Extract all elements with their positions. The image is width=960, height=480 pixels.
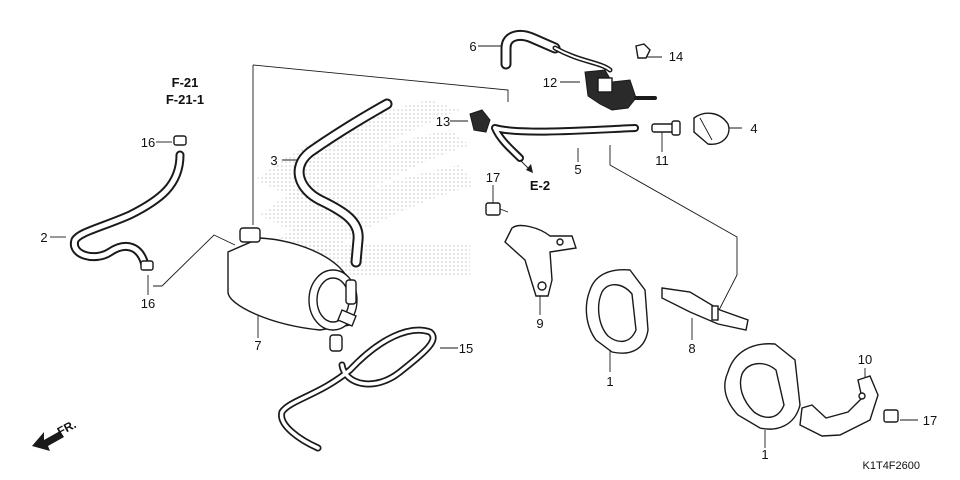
strip-part-8 — [661, 287, 749, 331]
bolt-part-17-top — [485, 202, 509, 216]
band-part-1-upper — [585, 268, 649, 354]
watermark-logo — [255, 100, 475, 275]
front-direction-arrow: FR. — [32, 417, 78, 451]
callout-12: 12 — [543, 75, 557, 90]
diagram-code: K1T4F2600 — [863, 460, 920, 472]
callout-17-lower: 17 — [923, 413, 937, 428]
callout-10: 10 — [858, 352, 872, 367]
bolt-part-17-bottom — [883, 409, 899, 423]
canister-part-7 — [227, 227, 358, 352]
cap-part-4 — [693, 112, 730, 145]
leader-lines — [50, 45, 918, 448]
callout-16-lower: 16 — [141, 296, 155, 311]
callout-14: 14 — [669, 49, 683, 64]
band-part-1-lower — [724, 343, 801, 430]
callout-7: 7 — [254, 338, 261, 353]
callout-11: 11 — [655, 153, 669, 168]
bolt-part-14 — [635, 43, 651, 59]
fitting-part-11 — [651, 120, 681, 136]
hose-part-15 — [278, 326, 437, 452]
valve-part-12 — [584, 69, 657, 111]
callout-16-upper: 16 — [141, 135, 155, 150]
callout-2: 2 — [40, 230, 47, 245]
callout-5: 5 — [574, 162, 581, 177]
callout-9: 9 — [536, 316, 543, 331]
clamp-part-13 — [469, 109, 491, 133]
hose-part-6 — [500, 30, 613, 73]
bracket-part-10 — [799, 375, 879, 437]
callout-13: 13 — [436, 114, 450, 129]
ref-label-secondary: F-21-1 — [166, 92, 204, 107]
callout-1-lower: 1 — [761, 447, 768, 462]
hose-part-2 — [69, 150, 185, 270]
callout-3: 3 — [270, 153, 277, 168]
callout-8: 8 — [688, 341, 695, 356]
callout-4: 4 — [750, 121, 757, 136]
callout-1-upper: 1 — [606, 374, 613, 389]
clamp-part-16-bottom — [140, 260, 154, 271]
callout-15: 15 — [459, 341, 473, 356]
hose-part-5 — [491, 124, 639, 173]
hose-part-3 — [293, 98, 393, 268]
clamp-part-16-top — [173, 135, 187, 146]
callout-6: 6 — [469, 39, 476, 54]
ref-label-primary: F-21 — [172, 75, 199, 90]
ref-label-e2: E-2 — [530, 178, 550, 193]
bracket-part-9 — [504, 224, 577, 297]
callout-17-upper: 17 — [486, 170, 500, 185]
